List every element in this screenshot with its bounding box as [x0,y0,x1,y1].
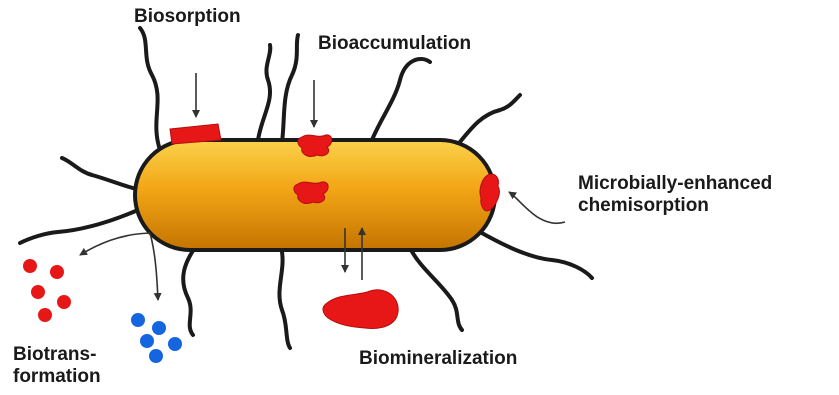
label-chemisorption-line1: Microbially-enhanced [578,173,772,195]
label-biosorption: Biosorption [134,6,241,28]
flagellum [183,246,196,335]
metal-ion [152,321,166,335]
metal-ion [23,259,37,273]
label-biotransformation-line1: Biotrans- [13,344,101,366]
label-chemisorption-line2: chemisorption [578,195,772,217]
metal-ion [131,313,145,327]
flagellum [258,45,270,140]
label-bioaccumulation: Bioaccumulation [318,33,471,55]
label-biotransformation-line2: formation [13,366,101,388]
transformed-ions-red [23,259,71,322]
label-chemisorption: Microbially-enhanced chemisorption [578,173,772,217]
metal-ion [57,295,71,309]
biomineral-precipitate [323,290,398,329]
bioaccumulated-metal-interior [294,182,328,204]
flagellum [140,28,160,150]
metal-ion [31,285,45,299]
flagellum [279,252,290,348]
label-biomineralization: Biomineralization [359,348,517,370]
flagellum [480,232,592,278]
metal-ion [168,337,182,351]
transformed-ions-blue [131,313,182,363]
label-biotransformation: Biotrans- formation [13,344,101,388]
bioaccumulated-metal-surface [298,135,332,157]
metal-ion [50,265,64,279]
metal-ion [149,349,163,363]
flagellum [282,35,298,142]
biotransformation-arrow-red [80,233,150,255]
chemisorption-arrow [509,192,565,223]
metal-ion [140,334,154,348]
biotransformation-arrow-blue [150,233,158,300]
flagellum [455,95,520,148]
biosorbed-metal [170,124,221,144]
flagellum [372,59,430,140]
metal-ion [38,308,52,322]
flagellum [62,158,140,190]
chemisorbed-metal [480,174,499,211]
flagellum [410,248,462,330]
